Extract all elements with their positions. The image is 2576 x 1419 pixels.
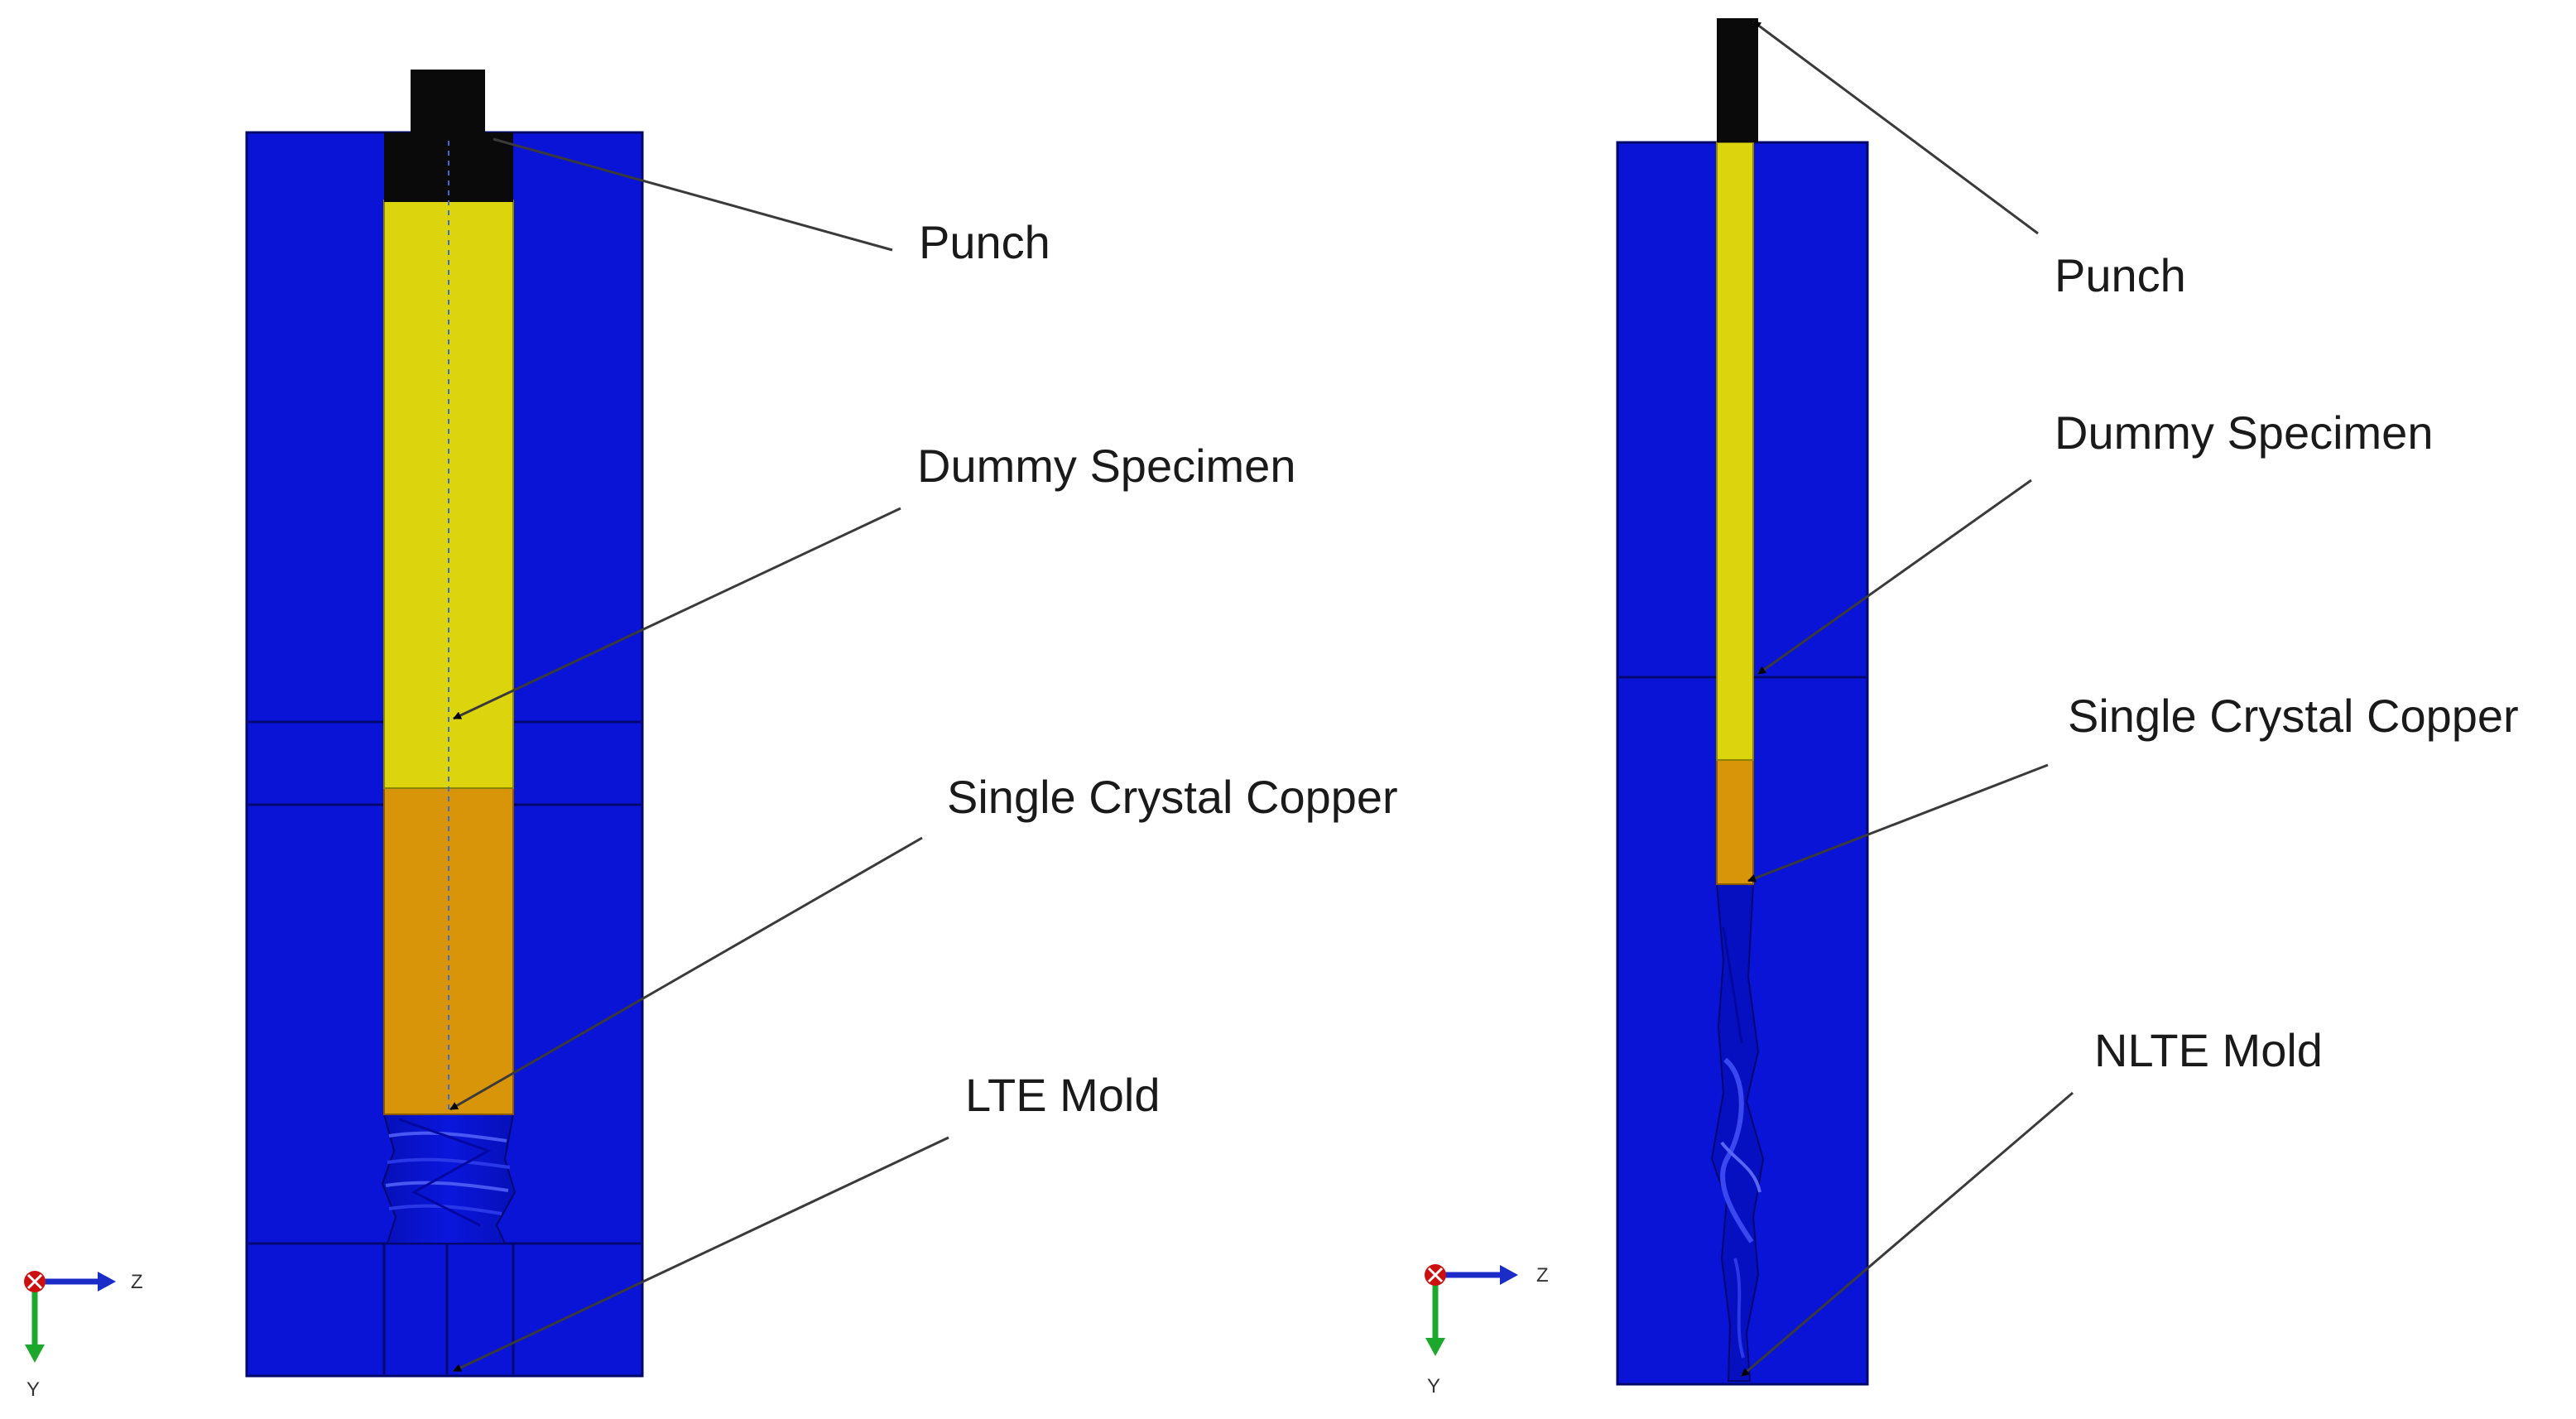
left-dummy-leader	[453, 507, 901, 720]
right-axis-z-label: Z	[1536, 1264, 1549, 1287]
left-punch-leader	[493, 137, 893, 252]
right-copper-billet	[1716, 759, 1754, 885]
left-dummy-label: Dummy Specimen	[917, 440, 1295, 492]
left-axis-z-label: Z	[131, 1271, 143, 1293]
right-punch-label: Punch	[2055, 249, 2186, 301]
right-mold-leader	[1741, 1091, 2074, 1378]
right-axis-triad: Z Y	[1425, 1264, 1549, 1397]
left-die-channel	[381, 1114, 517, 1244]
left-mold-leader	[453, 1136, 949, 1373]
left-copper-leader	[449, 836, 923, 1111]
left-punch-head	[411, 70, 485, 134]
right-axis-y-label: Y	[1427, 1375, 1440, 1397]
right-dummy-specimen	[1716, 142, 1754, 761]
left-axis-y-label: Y	[26, 1378, 40, 1401]
right-assembly: Punch Dummy Specimen Single Crystal Copp…	[1425, 18, 2519, 1397]
left-axis-triad: Z Y	[24, 1271, 143, 1401]
right-copper-leader	[1747, 763, 2049, 883]
right-copper-label: Single Crystal Copper	[2068, 690, 2519, 742]
right-dummy-label: Dummy Specimen	[2055, 406, 2433, 459]
left-punch-label: Punch	[919, 216, 1050, 268]
right-punch	[1717, 18, 1758, 142]
left-copper-label: Single Crystal Copper	[947, 771, 1398, 823]
right-dummy-leader	[1757, 479, 2032, 676]
right-punch-leader	[1752, 20, 2039, 235]
right-die-channel	[1710, 883, 1765, 1382]
left-mold-label: LTE Mold	[965, 1069, 1160, 1121]
right-mold-label: NLTE Mold	[2094, 1024, 2323, 1076]
left-assembly: Punch Dummy Specimen Single Crystal Copp…	[24, 70, 1398, 1401]
left-copper-billet	[383, 787, 514, 1115]
